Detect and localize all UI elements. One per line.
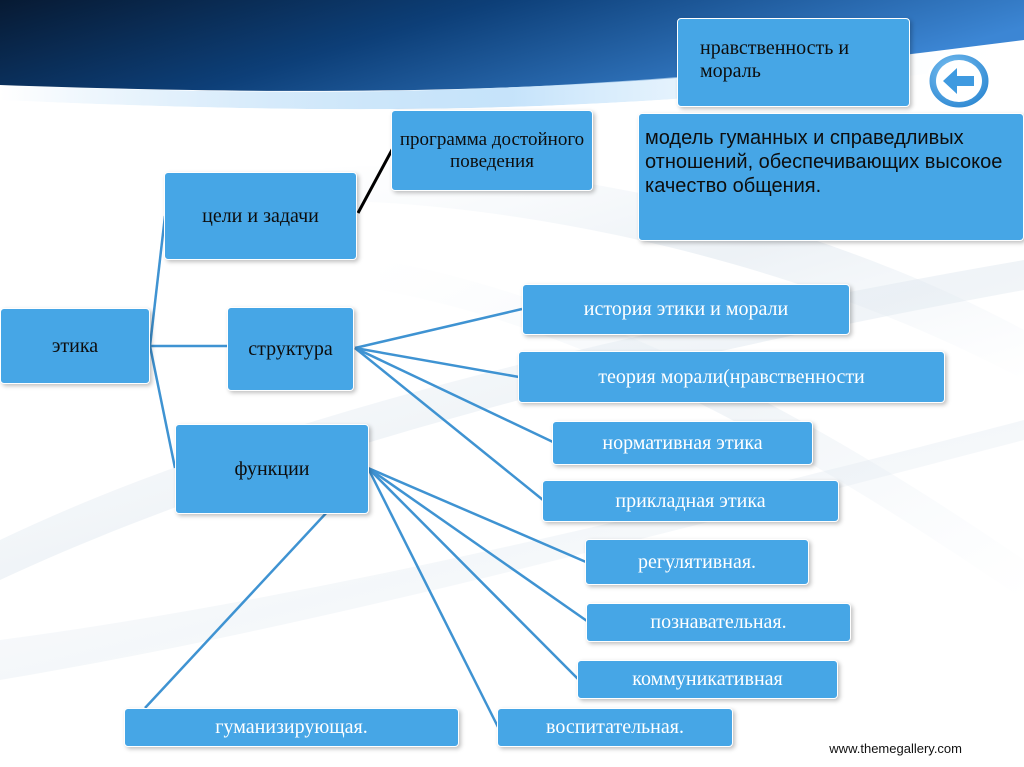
node-model-label: модель гуманных и справедливых отношений…	[645, 127, 1003, 197]
footer-website: www.themegallery.com	[829, 741, 962, 756]
root-node-label: этика	[51, 334, 99, 357]
structure-item-label: теория морали(нравственности	[598, 365, 865, 388]
function-item-label: гуманизирующая.	[215, 716, 368, 738]
structure-item-history: история этики и морали	[522, 284, 850, 335]
structure-item-normative: нормативная этика	[552, 421, 813, 465]
structure-item-label: нормативная этика	[602, 431, 763, 454]
back-arrow-icon[interactable]	[925, 50, 993, 112]
function-item-label: коммуникативная	[632, 668, 783, 690]
function-item-humanizing: гуманизирующая.	[124, 708, 459, 747]
node-morality-label: нравственность и мораль	[700, 37, 850, 82]
structure-item-label: прикладная этика	[615, 489, 766, 512]
node-model: модель гуманных и справедливых отношений…	[638, 113, 1024, 241]
connectors	[144, 215, 588, 728]
node-program: программа достойного поведения	[391, 110, 593, 191]
node-program-label: программа достойного поведения	[399, 129, 585, 172]
node-functions: функции	[175, 424, 369, 514]
node-goals: цели и задачи	[164, 172, 357, 260]
node-functions-label: функции	[234, 457, 310, 480]
function-item-label: воспитательная.	[546, 716, 684, 738]
function-item-label: познавательная.	[650, 611, 787, 633]
goals-connector	[356, 147, 395, 214]
structure-item-label: история этики и морали	[583, 298, 789, 320]
function-item-educational: воспитательная.	[497, 708, 733, 747]
structure-item-applied: прикладная этика	[542, 480, 839, 522]
node-structure-label: структура	[248, 337, 333, 360]
function-item-label: регулятивная.	[637, 550, 757, 573]
function-item-communicative: коммуникативная	[577, 660, 838, 699]
function-item-cognitive: познавательная.	[586, 603, 851, 642]
root-node-ethics: этика	[0, 308, 150, 384]
function-item-regulative: регулятивная.	[585, 539, 809, 585]
node-structure: структура	[227, 307, 354, 391]
node-morality: нравственность и мораль	[677, 18, 910, 107]
structure-item-theory: теория морали(нравственности	[518, 351, 945, 403]
node-goals-label: цели и задачи	[202, 204, 319, 227]
